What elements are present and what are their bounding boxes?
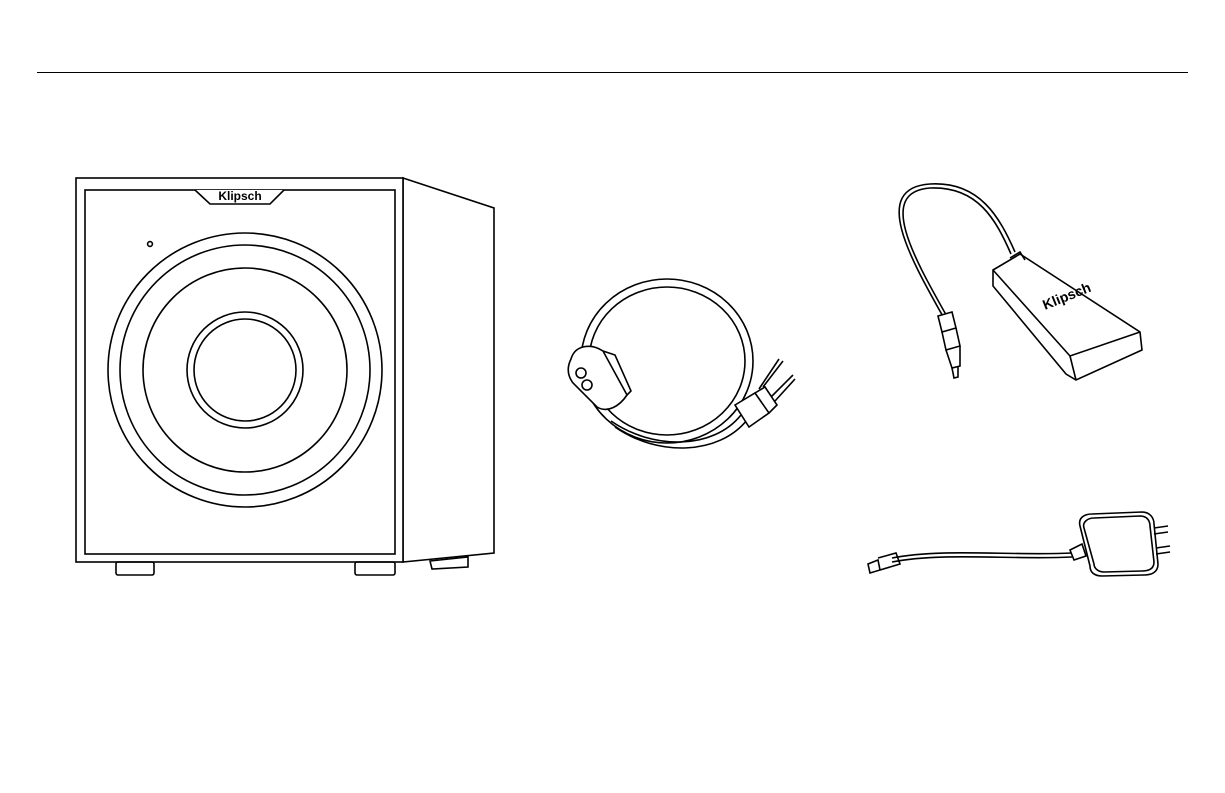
wireless-transmitter-illustration: Klipsch: [880, 178, 1160, 388]
power-cord-illustration: [563, 275, 813, 460]
header-rule: [37, 72, 1188, 73]
usb-power-adapter-illustration: [862, 508, 1174, 583]
subwoofer-illustration: Klipsch: [70, 170, 510, 585]
subwoofer-logo: Klipsch: [218, 189, 261, 203]
